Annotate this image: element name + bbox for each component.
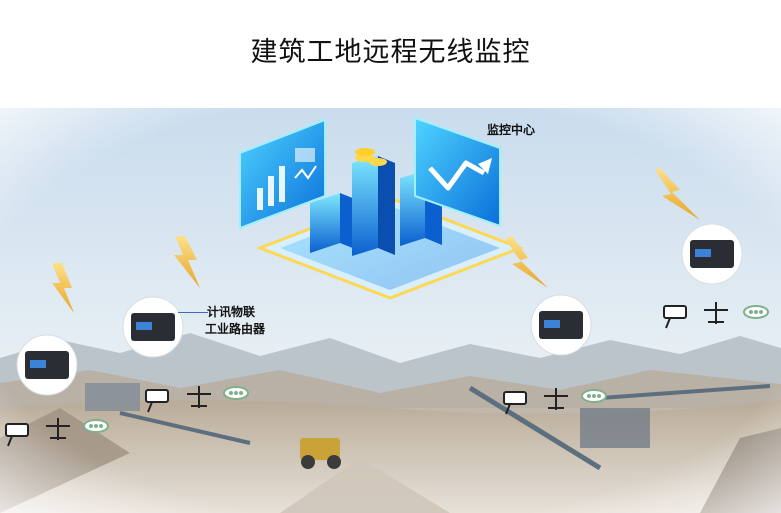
- router-label-line1: 计讯物联: [207, 305, 256, 319]
- router-pin: [530, 294, 592, 356]
- weather-station-icon: [46, 418, 70, 440]
- lightning-icon: [505, 236, 548, 288]
- router-label-leader: [178, 312, 208, 313]
- router-pin: [122, 296, 184, 358]
- router-label: 计讯物联 工业路由器: [205, 304, 266, 338]
- sensor-icon: [223, 386, 249, 400]
- lightning-icon: [655, 168, 700, 220]
- camera-icon: [5, 423, 29, 447]
- sensor-icon: [581, 389, 607, 403]
- line-chart-panel-icon: [414, 116, 501, 228]
- camera-icon: [503, 391, 527, 415]
- weather-station-icon: [187, 386, 211, 408]
- camera-icon: [663, 305, 687, 329]
- sensor-icon: [83, 419, 109, 433]
- quarry-scene: [0, 108, 781, 513]
- bar-chart-panel-icon: [239, 118, 326, 230]
- weather-station-icon: [704, 302, 728, 324]
- monitor-center-platform: [255, 148, 525, 300]
- router-label-line2: 工业路由器: [205, 322, 266, 336]
- sensor-icon: [743, 305, 769, 319]
- monitor-center-label: 监控中心: [487, 123, 536, 137]
- lightning-icon: [52, 263, 74, 313]
- weather-station-icon: [544, 388, 568, 410]
- router-pin: [681, 223, 743, 285]
- camera-icon: [145, 389, 169, 413]
- page-title: 建筑工地远程无线监控: [250, 37, 531, 68]
- router-pin: [16, 334, 78, 396]
- lightning-icon: [174, 236, 200, 288]
